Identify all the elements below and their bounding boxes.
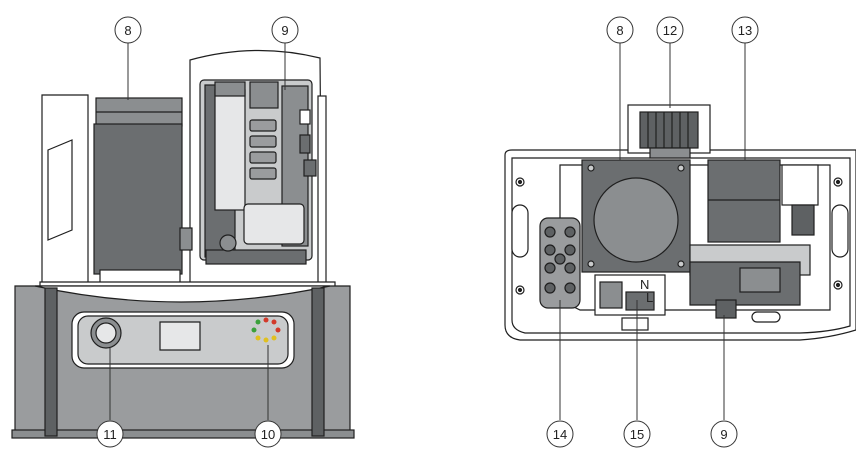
- control-board-housing: [179, 49, 327, 307]
- svg-text:10: 10: [261, 427, 275, 442]
- callout-right-14: 14: [546, 420, 574, 448]
- left-leader-lines: [109, 43, 286, 420]
- svg-text:13: 13: [738, 23, 752, 38]
- callout-left-11: 11: [96, 420, 124, 448]
- power-terminal: [594, 274, 666, 331]
- pinion-gear: [627, 104, 711, 159]
- left-front-view: [11, 49, 355, 439]
- svg-text:8: 8: [616, 23, 623, 38]
- callout-right-9: 9: [710, 420, 738, 448]
- callout-right-15: 15: [623, 420, 651, 448]
- svg-text:11: 11: [103, 427, 117, 442]
- slot-4: [249, 167, 277, 180]
- slot-2: [249, 135, 277, 148]
- callout-left-9: 9: [271, 16, 299, 44]
- control-board-top: [689, 244, 811, 319]
- callout-right-8: 8: [606, 16, 634, 44]
- callouts: 8 9 11 10 8 12 13 14: [96, 16, 759, 448]
- battery-block: [93, 97, 183, 285]
- switch-label-n: N: [640, 277, 649, 292]
- switch-label-l: L: [646, 290, 653, 305]
- led-indicators: [251, 317, 281, 343]
- callout-left-10: 10: [254, 420, 282, 448]
- slot-3: [249, 151, 277, 164]
- callout-left-8: 8: [114, 16, 142, 44]
- svg-text:9: 9: [720, 427, 727, 442]
- right-top-view: [504, 104, 856, 341]
- mounting-slot-right: [831, 204, 849, 258]
- svg-text:14: 14: [553, 427, 567, 442]
- motor-unit: [581, 159, 691, 273]
- svg-text:12: 12: [663, 23, 677, 38]
- cable-glands: [539, 217, 581, 309]
- svg-text:15: 15: [630, 427, 644, 442]
- front-control-panel: [71, 311, 295, 369]
- callout-right-13: 13: [731, 16, 759, 44]
- mounting-slot-left: [511, 204, 529, 258]
- slot-1: [249, 119, 277, 132]
- right-leader-lines: [559, 43, 746, 420]
- callout-right-12: 12: [656, 16, 684, 44]
- svg-text:8: 8: [124, 23, 131, 38]
- svg-text:9: 9: [281, 23, 288, 38]
- battery-top: [707, 159, 819, 243]
